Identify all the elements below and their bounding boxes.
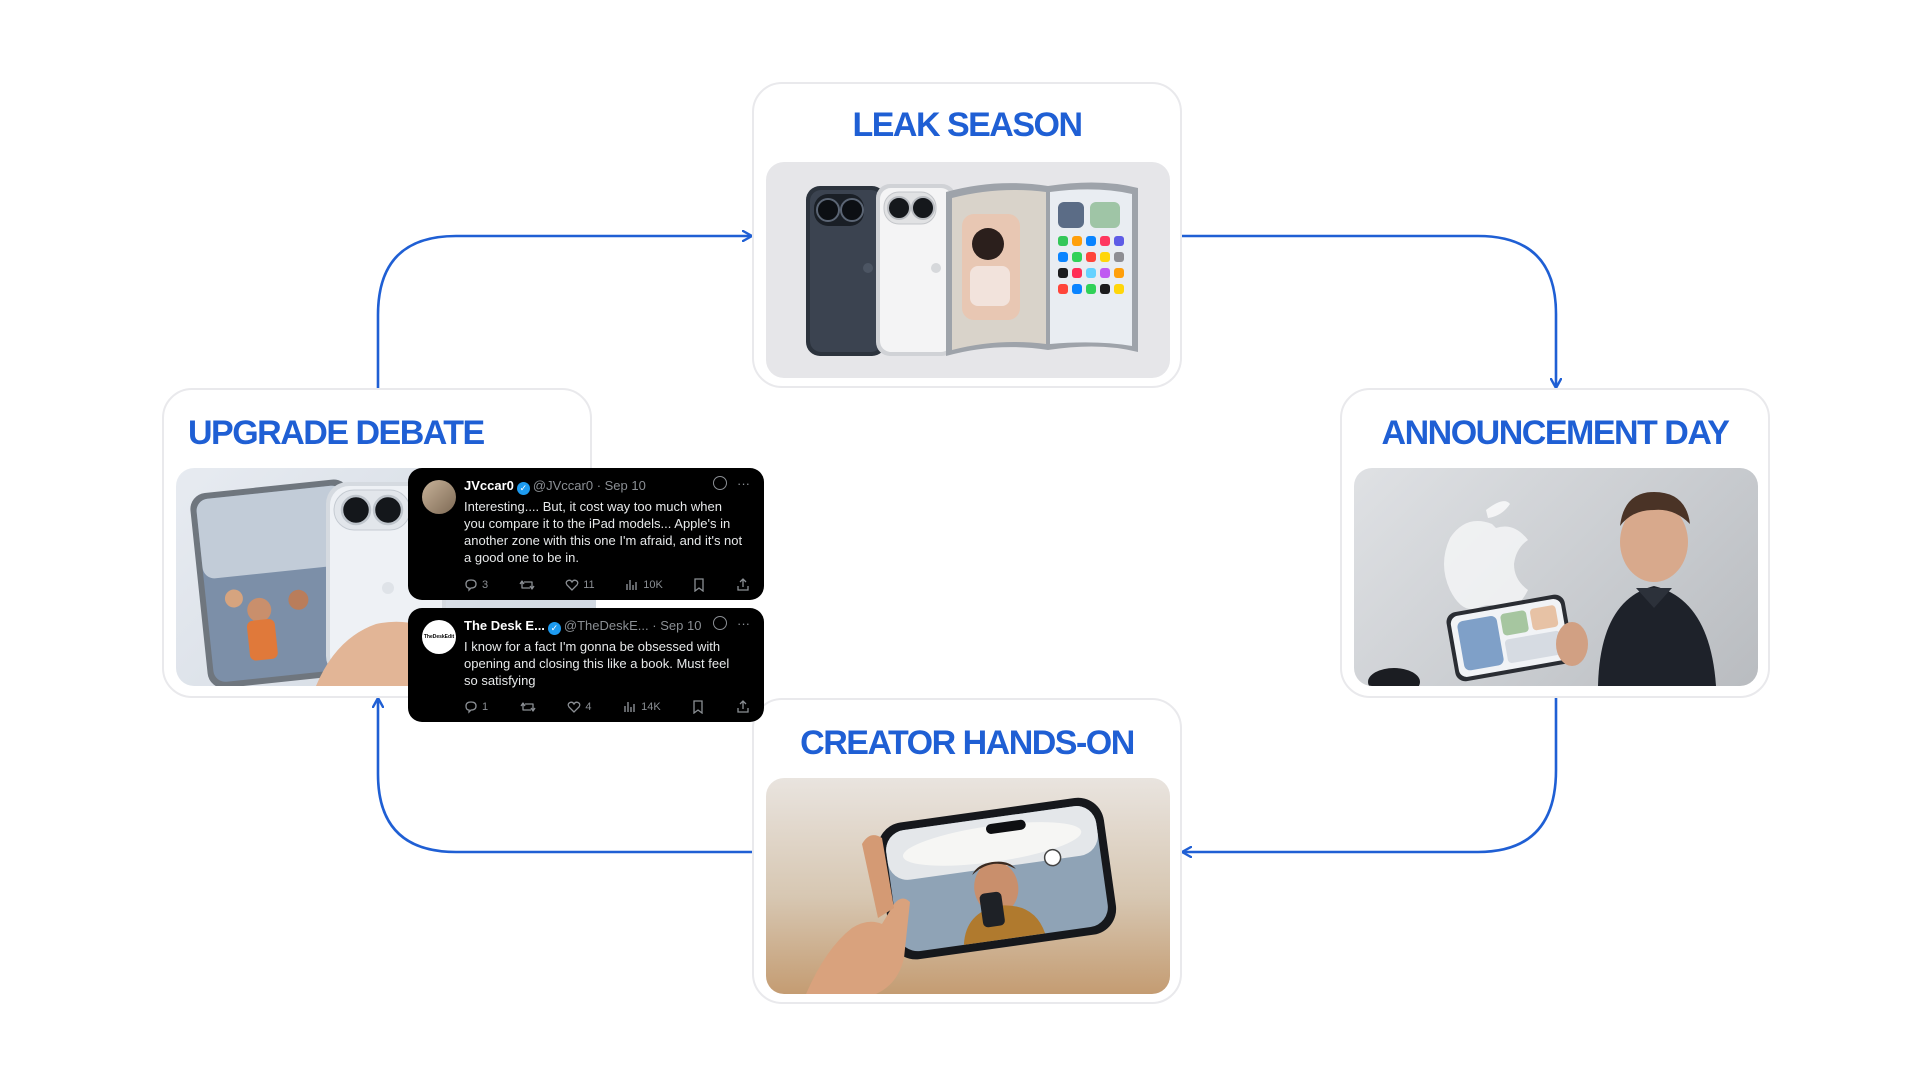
stage-card-creator-hands-on: CREATOR HANDS-ON (752, 698, 1182, 1004)
reply-count: 3 (482, 579, 489, 591)
share-icon (737, 578, 749, 591)
tweet-card[interactable]: JVccar0✓@JVccar0 · Sep 10 ··· Interestin… (408, 468, 764, 600)
verified-badge-icon: ✓ (516, 482, 530, 495)
share-icon (737, 700, 749, 713)
arrow-upgrade-to-leak (376, 236, 752, 388)
stage-title: UPGRADE DEBATE (188, 414, 485, 452)
avatar-logo-text: TheDeskEdit (423, 634, 455, 640)
stage-title: CREATOR HANDS-ON (800, 724, 1135, 762)
tweet-actions: 1 4 14K (464, 700, 750, 714)
views-button[interactable]: 10K (625, 578, 663, 592)
reply-button[interactable]: 1 (464, 700, 488, 714)
stage-title: LEAK SEASON (852, 106, 1083, 144)
reply-icon (465, 579, 477, 592)
creator-selfie-image (766, 778, 1170, 994)
verified-badge-icon: ✓ (547, 622, 561, 635)
like-count: 4 (585, 701, 592, 713)
bookmark-button[interactable] (692, 700, 704, 714)
tweet-author-name[interactable]: The Desk E... (464, 618, 545, 633)
tweet-header: The Desk E...✓@TheDeskE... · Sep 10 (464, 618, 701, 635)
share-button[interactable] (736, 578, 750, 592)
tweet-author-handle[interactable]: @JVccar0 (532, 478, 594, 493)
views-button[interactable]: 14K (623, 700, 661, 714)
tweet-tools: ··· (713, 616, 750, 631)
foldable-iphone-render-image (766, 162, 1170, 378)
tweet-card[interactable]: TheDeskEdit The Desk E...✓@TheDeskE... ·… (408, 608, 764, 722)
stage-title: ANNOUNCEMENT DAY (1381, 414, 1730, 452)
bookmark-button[interactable] (693, 578, 705, 592)
tweet-tools: ··· (713, 476, 750, 491)
more-options-icon[interactable]: ··· (737, 476, 750, 491)
tweet-author-handle[interactable]: @TheDeskE... (563, 618, 649, 633)
tweet-avatar[interactable] (422, 480, 456, 514)
reply-icon (465, 701, 477, 714)
bookmark-icon (693, 700, 703, 714)
tweet-text: Interesting.... But, it cost way too muc… (464, 499, 743, 565)
repost-icon (520, 702, 536, 712)
tweet-header: JVccar0✓@JVccar0 · Sep 10 (464, 478, 646, 495)
view-count: 14K (641, 701, 661, 713)
views-icon (624, 702, 635, 712)
grok-icon[interactable] (713, 476, 727, 490)
stage-card-announcement-day: ANNOUNCEMENT DAY (1340, 388, 1770, 698)
bookmark-icon (694, 578, 705, 592)
reply-count: 1 (482, 701, 489, 713)
tweet-text: I know for a fact I'm gonna be obsessed … (464, 639, 730, 688)
reply-button[interactable]: 3 (464, 578, 488, 592)
heart-icon (567, 701, 581, 713)
tweet-avatar[interactable]: TheDeskEdit (422, 620, 456, 654)
views-icon (626, 580, 637, 590)
tweet-actions: 3 11 10K (464, 578, 750, 592)
arrow-announcement-to-creator (1182, 698, 1558, 852)
like-count: 11 (583, 579, 595, 591)
repost-button[interactable] (519, 578, 535, 592)
tweet-date[interactable]: · Sep 10 (652, 618, 702, 633)
tweet-author-name[interactable]: JVccar0 (464, 478, 514, 493)
like-button[interactable]: 4 (567, 700, 592, 714)
repost-button[interactable] (520, 700, 536, 714)
more-options-icon[interactable]: ··· (737, 616, 750, 631)
tweet-date[interactable]: · Sep 10 (596, 478, 646, 493)
announcement-presenter-image (1354, 468, 1758, 686)
share-button[interactable] (736, 700, 750, 714)
repost-icon (519, 580, 535, 590)
view-count: 10K (643, 579, 663, 591)
grok-icon[interactable] (713, 616, 727, 630)
stage-card-leak-season: LEAK SEASON (752, 82, 1182, 388)
heart-icon (565, 579, 579, 591)
arrow-leak-to-announcement (1182, 234, 1556, 388)
like-button[interactable]: 11 (565, 578, 595, 592)
